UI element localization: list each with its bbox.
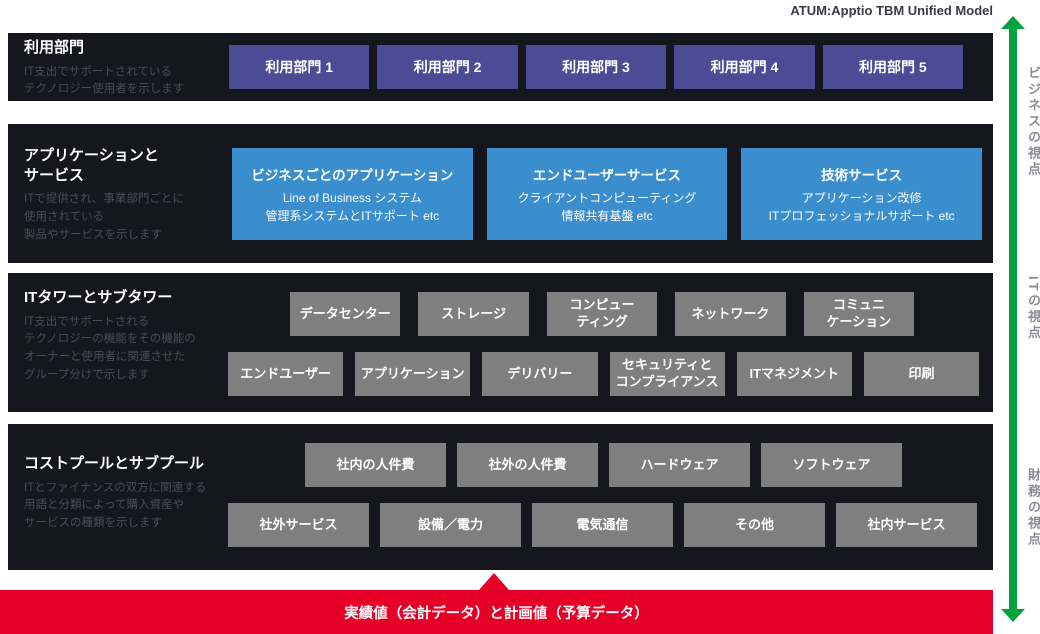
service-box-heading: エンドユーザーサービス <box>533 167 681 183</box>
axis-label-finance-perspective: 財務の視点 <box>1026 468 1040 548</box>
it-tower-box: コミュニ ケーション <box>803 292 915 336</box>
axis-label-business-perspective: ビジネスの視点 <box>1026 66 1040 178</box>
cost-pool-boxes-top: 社内の人件費 社外の人件費 ハードウェア ソフトウェア <box>305 443 902 487</box>
section-applications-services: アプリケーションと サービス ITで提供され、事業部門ごとに 使用されている 製… <box>8 124 993 263</box>
footer-label: 実績値（会計データ）と計画値（予算データ） <box>344 605 649 622</box>
it-tower-box: ITマネジメント <box>736 352 852 396</box>
it-tower-box: コンピュー ティング <box>546 292 658 336</box>
section-business-units: 利用部門 IT支出でサポートされている テクノロジー使用者を示します 利用部門 … <box>8 33 993 101</box>
it-tower-box: アプリケーション <box>355 352 471 396</box>
arrow-up-icon <box>1001 16 1025 29</box>
cost-pool-box: 社内の人件費 <box>305 443 446 487</box>
service-boxes: ビジネスごとのアプリケーション Line of Business システム 管理… <box>232 148 983 240</box>
section-description: IT支出でサポートされる テクノロジーの機能をその機能の オーナーと使用者に関連… <box>24 315 196 381</box>
actuals-plan-bar: 実績値（会計データ）と計画値（予算データ） <box>0 590 993 634</box>
business-unit-box: 利用部門 2 <box>377 45 518 89</box>
cost-pool-box: 社外の人件費 <box>457 443 598 487</box>
section-intro-it-towers: ITタワーとサブタワー IT支出でサポートされる テクノロジーの機能をその機能の… <box>24 288 232 385</box>
business-unit-boxes: 利用部門 1 利用部門 2 利用部門 3 利用部門 4 利用部門 5 <box>229 45 964 89</box>
cost-pool-boxes-bottom: 社外サービス 設備／電力 電気通信 その他 社内サービス <box>228 503 977 547</box>
it-tower-box: 印刷 <box>863 352 980 396</box>
cost-pool-box: ハードウェア <box>609 443 750 487</box>
perspective-axis-arrow <box>1001 16 1025 622</box>
section-title: コストプールとサブプール <box>24 455 205 472</box>
cost-pool-box: その他 <box>684 503 825 547</box>
it-tower-boxes-top: データセンター ストレージ コンピュー ティング ネットワーク コミュニ ケーシ… <box>290 292 915 336</box>
cost-pool-box: 電気通信 <box>532 503 673 547</box>
section-title: ITタワーとサブタワー <box>24 289 173 306</box>
it-tower-box: セキュリティと コンプライアンス <box>609 352 725 396</box>
arrow-shaft <box>1009 26 1017 612</box>
service-box-examples: アプリケーション改修 ITプロフェッショナルサポート etc <box>768 190 955 223</box>
section-description: ITとファイナンスの双方に関連する 用語と分類によって購入資産や サービスの種類… <box>24 481 207 530</box>
cost-pool-box: 社内サービス <box>836 503 977 547</box>
business-unit-box: 利用部門 4 <box>674 45 815 89</box>
it-tower-boxes-bottom: エンドユーザー アプリケーション デリバリー セキュリティと コンプライアンス … <box>228 352 980 396</box>
section-title: 利用部門 <box>24 39 85 56</box>
arrow-down-icon <box>1001 609 1025 622</box>
business-unit-box: 利用部門 1 <box>229 45 370 89</box>
service-box-technical: 技術サービス アプリケーション改修 ITプロフェッショナルサポート etc <box>741 148 983 240</box>
section-description: IT支出でサポートされている テクノロジー使用者を示します <box>24 65 185 96</box>
business-unit-box: 利用部門 3 <box>525 45 667 89</box>
service-box-examples: クライアントコンピューティング 情報共有基盤 etc <box>517 190 697 223</box>
cost-pool-box: ソフトウェア <box>761 443 902 487</box>
business-unit-box: 利用部門 5 <box>822 45 964 89</box>
it-tower-box: エンドユーザー <box>228 352 344 396</box>
service-box-heading: 技術サービス <box>821 167 903 183</box>
section-intro-business-units: 利用部門 IT支出でサポートされている テクノロジー使用者を示します <box>24 38 232 99</box>
it-tower-box: ネットワーク <box>675 292 786 336</box>
cost-pool-box: 設備／電力 <box>380 503 521 547</box>
section-intro-cost-pools: コストプールとサブプール ITとファイナンスの双方に関連する 用語と分類によって… <box>24 454 232 533</box>
it-tower-box: デリバリー <box>482 352 598 396</box>
up-triangle-icon <box>479 573 509 590</box>
service-box-examples: Line of Business システム 管理系システムとITサポート etc <box>265 190 440 223</box>
it-tower-box: データセンター <box>290 292 401 336</box>
section-title: アプリケーションと サービス <box>24 147 159 184</box>
service-box-heading: ビジネスごとのアプリケーション <box>251 167 454 183</box>
section-cost-pools: コストプールとサブプール ITとファイナンスの双方に関連する 用語と分類によって… <box>8 424 993 570</box>
cost-pool-box: 社外サービス <box>228 503 369 547</box>
service-box-line-of-business: ビジネスごとのアプリケーション Line of Business システム 管理… <box>232 148 473 240</box>
axis-label-it-perspective: ITの視点 <box>1026 276 1040 342</box>
section-intro-applications: アプリケーションと サービス ITで提供され、事業部門ごとに 使用されている 製… <box>24 146 232 244</box>
it-tower-box: ストレージ <box>418 292 529 336</box>
service-box-end-user: エンドユーザーサービス クライアントコンピューティング 情報共有基盤 etc <box>486 148 728 240</box>
section-it-towers: ITタワーとサブタワー IT支出でサポートされる テクノロジーの機能をその機能の… <box>8 273 993 412</box>
diagram-title: ATUM:Apptio TBM Unified Model <box>790 3 993 18</box>
section-description: ITで提供され、事業部門ごとに 使用されている 製品やサービスを示します <box>24 193 184 241</box>
